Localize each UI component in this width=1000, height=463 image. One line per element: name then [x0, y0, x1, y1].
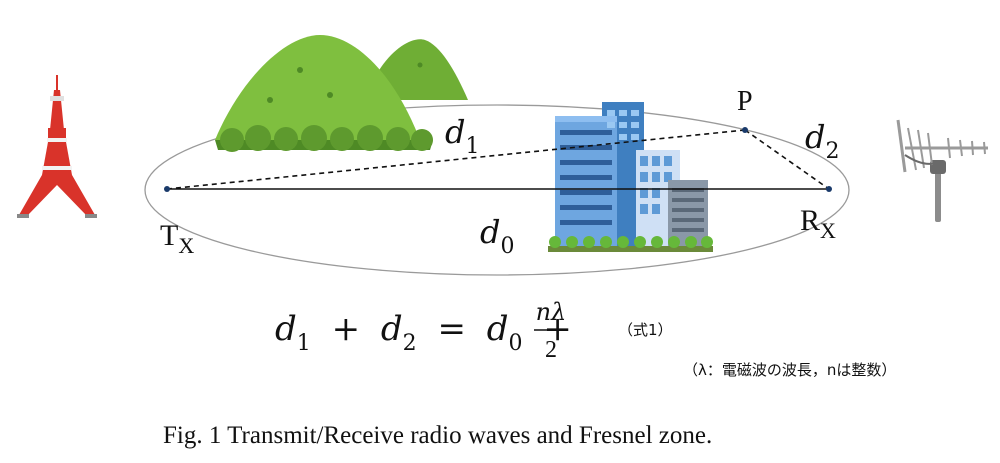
tx-point: [164, 186, 170, 192]
antenna-icon: [896, 119, 988, 222]
d2-label: d2: [805, 118, 839, 164]
rx-label: RX: [800, 204, 836, 243]
hill-icon: [215, 35, 468, 152]
reflected-path-d2: [744, 129, 830, 190]
svg-text:2: 2: [545, 337, 557, 363]
tower-icon: [17, 75, 97, 218]
d0-label: d0: [480, 213, 514, 259]
reflected-path-d1: [166, 129, 746, 190]
d1-label: d1: [445, 113, 479, 159]
building-icon: [548, 102, 713, 252]
svg-text:nλ: nλ: [536, 298, 567, 326]
fresnel-zone-ellipse: [144, 104, 850, 276]
p-label: P: [737, 86, 753, 117]
rx-point: [826, 186, 832, 192]
tx-label: TX: [160, 219, 194, 258]
fresnel-equation: d1 + d2 = d0 + nλ 2 （式1）: [275, 298, 673, 363]
svg-text:d1 + d2 =: d1 + d2 = d0 +: [275, 309, 572, 359]
variable-note: （λ：電磁波の波長，nは整数）: [683, 361, 896, 379]
equation-tag: （式1）: [618, 321, 673, 339]
reflection-point: [742, 127, 748, 133]
figure-caption: Fig. 1 Transmit/Receive radio waves and …: [163, 422, 712, 449]
